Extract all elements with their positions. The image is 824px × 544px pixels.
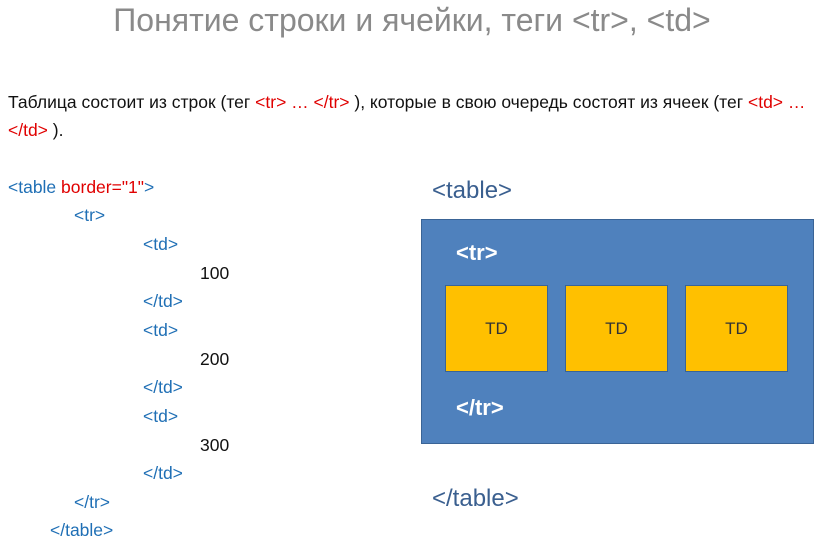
code-value-3: 300 <box>200 435 230 455</box>
diagram-td-cell: TD <box>685 285 788 372</box>
paragraph-text-1: Таблица состоит из строк (тег <box>8 92 256 112</box>
code-value-1: 100 <box>200 263 230 283</box>
diagram-table-open-label: <table> <box>432 177 513 204</box>
diagram-td-cell: TD <box>445 285 548 372</box>
code-border-attr: border="1" <box>61 177 144 197</box>
code-line-table-open: <table border="1"> <box>8 176 154 198</box>
diagram-tr-open-label: <tr> <box>456 240 498 265</box>
code-value-2: 200 <box>200 349 230 369</box>
paragraph-text-2: ), которые в свою очередь состоят из яче… <box>349 92 748 112</box>
paragraph-text-3: ). <box>47 120 64 140</box>
code-table-bracket: > <box>144 177 155 197</box>
diagram-td-cell: TD <box>565 285 668 372</box>
code-line-tr-open: <tr> <box>74 205 106 225</box>
intro-paragraph: Таблица состоит из строк (тег <tr> … </t… <box>8 88 820 144</box>
code-line-td-close-1: </td> <box>143 291 183 311</box>
code-line-td-close-2: </td> <box>143 377 183 397</box>
code-line-td-close-3: </td> <box>143 463 183 483</box>
td-tag-inline: <td> … </td> <box>8 92 806 140</box>
code-line-td-open-1: <td> <box>143 234 179 254</box>
code-line-tr-close: </tr> <box>74 492 110 512</box>
tr-tag-inline: <tr> … </tr> <box>255 92 350 112</box>
diagram-table-close-label: </table> <box>432 485 519 512</box>
code-line-table-close: </table> <box>50 520 114 540</box>
diagram-tr-close-label: </tr> <box>456 395 504 420</box>
code-line-td-open-3: <td> <box>143 406 179 426</box>
code-line-td-open-2: <td> <box>143 320 179 340</box>
code-table-tag: <table <box>8 177 62 197</box>
slide-title: Понятие строки и ячейки, теги <tr>, <td> <box>113 2 711 38</box>
